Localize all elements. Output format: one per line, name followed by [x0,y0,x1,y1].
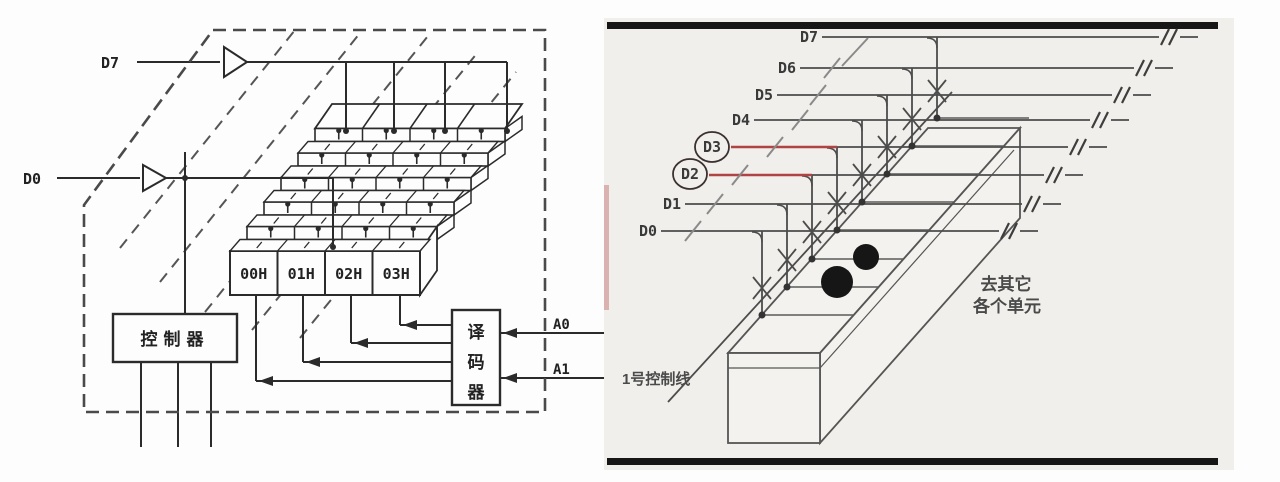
decoder-char-3: 器 [467,383,486,402]
cell-label-01h: 01H [288,265,315,283]
d0-label: D0 [23,170,41,188]
note-line-2: 各个单元 [972,296,1041,316]
data-bus-lines [661,28,1198,319]
decoder-box [450,308,502,407]
control-line-label: 1号控制线 [622,370,690,388]
cell-label-00h: 00H [240,265,267,283]
bottom-border-bar [607,458,1218,465]
a0-label: A0 [553,317,570,333]
dashed-boundary [82,28,547,414]
d7-data-line [137,45,510,134]
d3-circle-icon [694,131,730,163]
decoder-select-lines [255,295,452,386]
note-line-1: 去其它 [981,274,1032,294]
memory-bar-front-face [727,352,821,444]
d0-buffer-icon [142,163,169,193]
controller-box [111,312,239,364]
decoder-block: 译 码 器 [450,308,502,407]
bus-label-d6: D6 [778,59,796,77]
bus-label-d0: D0 [639,222,657,240]
top-border-bar [607,22,1218,29]
bus-label-d4: D4 [732,111,750,129]
cell-label-02h: 02H [335,265,362,283]
decoder-char-2: 码 [468,353,485,372]
controller-block: 控制器 [111,152,239,447]
scan-red-smudge [604,185,609,310]
junction-dot [182,175,188,181]
d7-label: D7 [101,54,119,72]
a0-arrowhead [503,328,517,338]
bus-label-d1: D1 [663,195,681,213]
cell-label-03h: 03H [383,265,410,283]
memory-bar-3d [725,125,1023,446]
d7-buffer-icon [223,45,249,79]
controller-label: 控制器 [141,329,210,349]
bus-label-d2: D2 [681,165,699,183]
memory-array-3d [228,103,524,298]
bus-label-d3: D3 [703,138,721,156]
d0-data-line [57,163,336,250]
bus-label-group: D7 D6 D5 D4 D1 D0 [639,28,818,240]
control-line [667,91,953,403]
circled-bus-labels: D3 D2 [672,131,730,190]
a1-label: A1 [553,362,570,378]
decoder-char-1: 译 [468,323,486,342]
highlighted-cell-dot-d3 [853,244,879,270]
d2-circle-icon [672,158,708,190]
highlighted-cell-dot-d2 [821,266,853,298]
memory-cell-labels: 00H 01H 02H 03H [240,265,410,283]
bus-label-d7: D7 [800,28,818,46]
bus-label-d5: D5 [755,86,773,104]
left-circuit-diagram: 00H 01H 02H 03H D7 D0 [0,0,628,482]
right-memory-diagram: D7 D6 D5 D4 D1 D0 D3 D2 去其它 各个单元 1号控制线 [604,18,1234,470]
to-other-units-note: 去其它 各个单元 [972,274,1041,316]
diagonal-dash-segment [841,37,869,67]
a1-arrowhead [503,373,517,383]
